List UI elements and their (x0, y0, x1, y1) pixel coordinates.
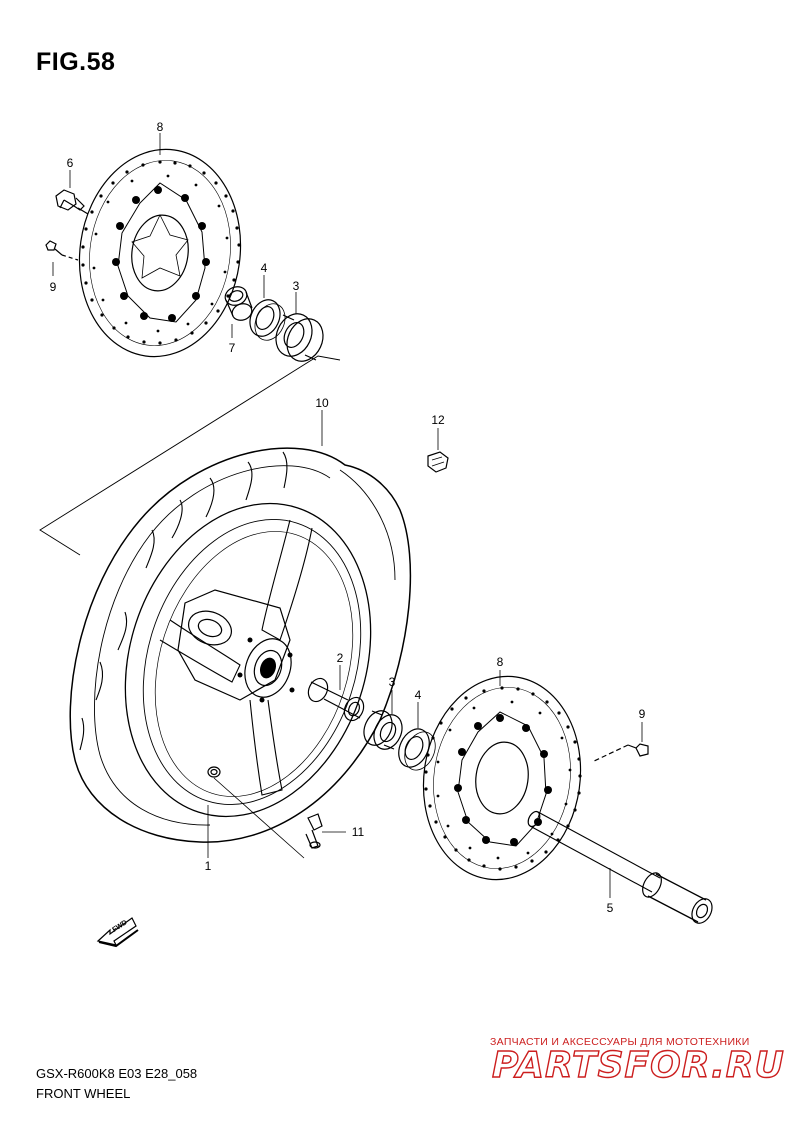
callout-9-lower: 9 (638, 707, 646, 721)
brake-disc-upper (78, 148, 242, 358)
callout-4-upper: 4 (260, 261, 268, 275)
leader-valve-guide (213, 777, 305, 859)
callout-12: 12 (431, 413, 445, 427)
fwd-arrow-icon (96, 917, 139, 948)
figure-name: FRONT WHEEL (36, 1086, 131, 1101)
axle (527, 810, 713, 924)
callout-3-upper: 3 (292, 279, 300, 293)
watermark-tagline: ЗАПЧАСТИ И АКСЕССУАРЫ ДЛЯ МОТОТЕХНИКИ (490, 1036, 750, 1048)
disc-bolt-upper (55, 189, 89, 215)
distance-collar (307, 677, 365, 722)
model-code: GSX-R600K8 E03 E28_058 (36, 1066, 198, 1081)
callout-7: 7 (228, 341, 236, 355)
screw-upper (45, 240, 79, 261)
bearing-upper (275, 313, 324, 362)
oil-seal-upper (249, 299, 286, 341)
callout-1: 1 (204, 859, 212, 873)
watermark-brand: PARTSFOR.RU (491, 1045, 785, 1086)
callout-4-lower: 4 (414, 688, 422, 702)
spacer (224, 286, 253, 321)
oil-seal-lower (398, 728, 436, 771)
callout-6: 6 (66, 156, 74, 170)
callout-10: 10 (315, 396, 329, 410)
figure-title: FIG.58 (36, 48, 116, 76)
callout-8-upper: 8 (156, 120, 164, 134)
bearing-lower (363, 710, 403, 750)
callout-11: 11 (351, 825, 365, 839)
callout-8-lower: 8 (496, 655, 504, 669)
screw-lower (591, 743, 649, 763)
assembly-guide-line (39, 355, 341, 556)
callout-5: 5 (606, 901, 614, 915)
balance-weight-clip (427, 451, 449, 473)
front-wheel-tire (69, 447, 412, 843)
callout-2: 2 (336, 651, 344, 665)
callout-9-upper: 9 (49, 280, 57, 294)
callout-3-lower: 3 (388, 675, 396, 689)
valve-stem (305, 813, 323, 849)
brake-disc-lower (422, 675, 582, 881)
